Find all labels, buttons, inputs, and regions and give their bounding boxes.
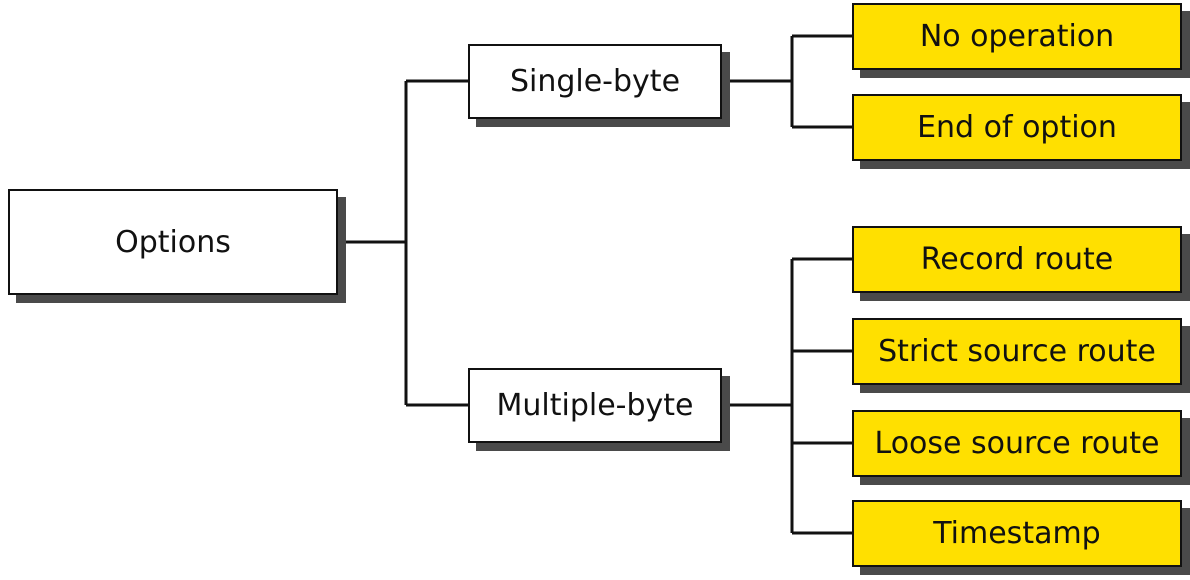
multiple-byte-node: Multiple-byte xyxy=(468,368,722,443)
record-route-node: Record route xyxy=(852,226,1182,293)
strict-source-route-node: Strict source route xyxy=(852,318,1182,385)
no-operation-node: No operation xyxy=(852,3,1182,70)
options-node: Options xyxy=(8,189,338,295)
timestamp-node: Timestamp xyxy=(852,500,1182,567)
single-byte-node: Single-byte xyxy=(468,44,722,119)
end-of-option-node: End of option xyxy=(852,94,1182,161)
loose-source-route-node: Loose source route xyxy=(852,410,1182,477)
